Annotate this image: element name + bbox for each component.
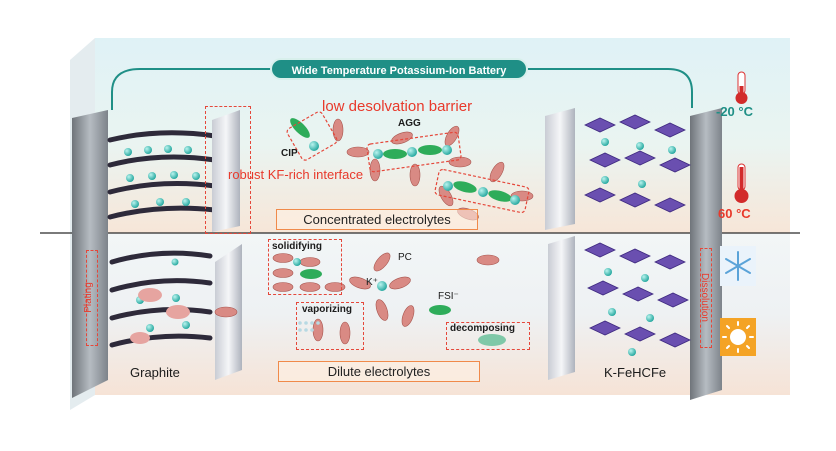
fsi-anions-top	[290, 118, 512, 202]
vapor-dots	[298, 321, 320, 332]
cip-label: CIP	[281, 148, 298, 159]
cathode-dissolution-label: Dissolution	[698, 273, 710, 322]
cell-box-top	[95, 38, 790, 233]
cathode-crystals	[584, 114, 691, 356]
thermometer-cold-icon	[735, 71, 748, 104]
solvent-molecules-bottom	[214, 252, 500, 345]
anode-interface-top	[212, 110, 240, 232]
solidifying-frame	[268, 239, 342, 295]
k-ions-bottom	[171, 258, 387, 291]
k-ions-top	[309, 141, 520, 205]
plated-solvent	[130, 288, 190, 344]
agg-label: AGG	[398, 118, 421, 129]
desolvation-barrier-label: low desolvation barrier	[322, 98, 473, 115]
decomposing-frame	[446, 322, 530, 350]
vaporizing-label: vaporizing	[302, 304, 353, 315]
vaporizing-frame	[296, 302, 364, 350]
pc-label: PC	[398, 252, 412, 263]
agg-cluster-box-2	[434, 168, 530, 214]
anode-label: Graphite	[130, 365, 180, 380]
cathode-interface-bottom	[548, 236, 575, 380]
anode-collector	[72, 110, 108, 398]
anode-plating-frame	[86, 250, 98, 346]
concentrated-electrolytes-label: Concentrated electrolytes	[276, 209, 478, 230]
sun-icon	[720, 318, 756, 356]
intercalated-ions	[124, 145, 200, 332]
interface-highlight-frame	[205, 106, 251, 234]
k-ion-label: K⁺	[366, 277, 378, 288]
graphite-layers	[107, 130, 218, 348]
cathode-interface-top	[545, 108, 575, 230]
temp-cold-label: -20 °C	[716, 104, 753, 119]
interface-label: robust KF-rich interface	[228, 167, 364, 182]
decomposing-label: decomposing	[450, 323, 516, 334]
fsi-label: FSI⁻	[438, 291, 459, 302]
snowflake-icon	[720, 246, 756, 286]
agg-cluster-box	[366, 131, 462, 173]
cathode-collector	[690, 108, 722, 400]
cathode-dissolution-frame	[700, 248, 712, 348]
fsi-anions-bottom	[300, 269, 506, 346]
cip-cluster-box	[286, 111, 338, 161]
dilute-electrolytes-label: Dilute electrolytes	[278, 361, 480, 382]
solidifying-label: solidifying	[272, 241, 322, 252]
temp-hot-label: 60 °C	[718, 206, 751, 221]
anode-plating-label: Plating	[82, 282, 94, 313]
cathode-label: K-FeHCFe	[604, 365, 667, 380]
thermometer-hot-icon	[734, 163, 749, 203]
title-banner: Wide Temperature Potassium-Ion Battery	[270, 58, 528, 80]
